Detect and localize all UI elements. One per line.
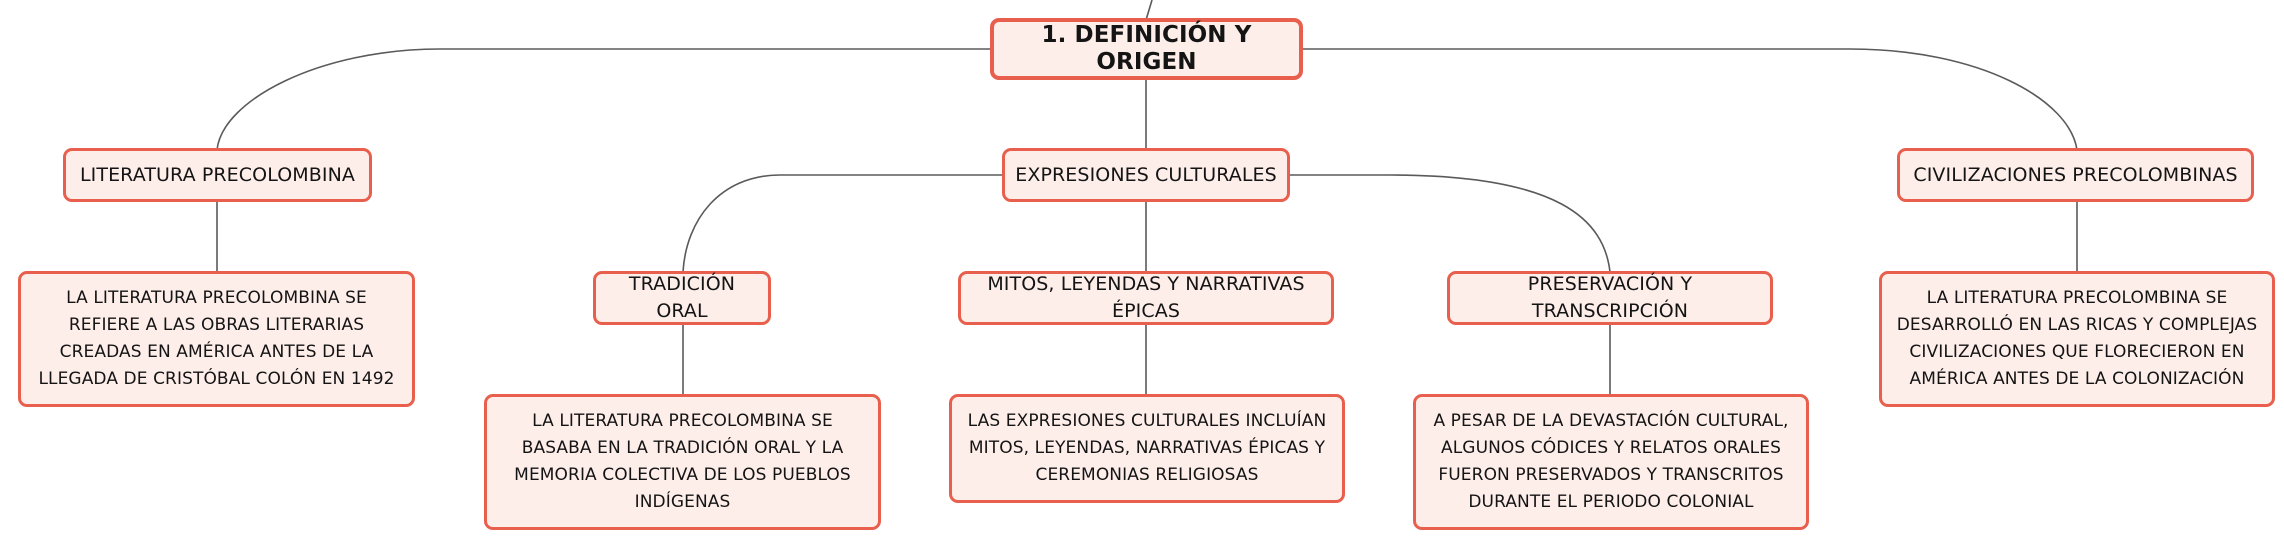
topic-expresiones-culturales[interactable]: EXPRESIONES CULTURALES	[1002, 148, 1290, 202]
connector-expresiones-to-preservacion	[1290, 174, 1611, 273]
topic-civilizaciones-precolombinas-label: CIVILIZACIONES PRECOLOMBINAS	[1913, 163, 2238, 186]
root-node-label: 1. DEFINICIÓN Y ORIGEN	[1041, 22, 1252, 75]
subtopic-tradicion-oral[interactable]: TRADICIÓN ORAL	[593, 271, 771, 325]
topic-expresiones-culturales-label: EXPRESIONES CULTURALES	[1015, 163, 1277, 186]
subtopic-preservacion-transcripcion-label: PRESERVACIÓN Y TRANSCRIPCIÓN	[1527, 273, 1693, 322]
note-tradicion-oral[interactable]: LA LITERATURA PRECOLOMBINA SE BASABA EN …	[484, 394, 881, 530]
connector-parent-to-root	[1145, 0, 1153, 21]
note-literatura-precolombina-text: LA LITERATURA PRECOLOMBINA SE REFIERE A …	[38, 288, 395, 389]
note-tradicion-oral-text: LA LITERATURA PRECOLOMBINA SE BASABA EN …	[514, 411, 851, 512]
root-node[interactable]: 1. DEFINICIÓN Y ORIGEN	[990, 18, 1303, 80]
note-civilizaciones-precolombinas[interactable]: LA LITERATURA PRECOLOMBINA SE DESARROLLÓ…	[1879, 271, 2275, 407]
subtopic-tradicion-oral-label: TRADICIÓN ORAL	[628, 273, 736, 322]
topic-literatura-precolombina[interactable]: LITERATURA PRECOLOMBINA	[63, 148, 372, 202]
topic-civilizaciones-precolombinas[interactable]: CIVILIZACIONES PRECOLOMBINAS	[1897, 148, 2254, 202]
connector-expresiones-to-tradicion	[682, 174, 1002, 273]
subtopic-mitos-leyendas-label: MITOS, LEYENDAS Y NARRATIVAS ÉPICAS	[987, 273, 1305, 322]
note-civilizaciones-precolombinas-text: LA LITERATURA PRECOLOMBINA SE DESARROLLÓ…	[1896, 288, 2258, 389]
connector-root-to-literatura	[216, 48, 990, 151]
subtopic-mitos-leyendas[interactable]: MITOS, LEYENDAS Y NARRATIVAS ÉPICAS	[958, 271, 1334, 325]
note-mitos-leyendas-text: LAS EXPRESIONES CULTURALES INCLUÍAN MITO…	[967, 411, 1327, 485]
connector-root-to-civilizaciones	[1301, 48, 2078, 151]
note-preservacion-transcripcion[interactable]: A PESAR DE LA DEVASTACIÓN CULTURAL, ALGU…	[1413, 394, 1809, 530]
note-literatura-precolombina[interactable]: LA LITERATURA PRECOLOMBINA SE REFIERE A …	[18, 271, 415, 407]
note-mitos-leyendas[interactable]: LAS EXPRESIONES CULTURALES INCLUÍAN MITO…	[949, 394, 1345, 503]
topic-literatura-precolombina-label: LITERATURA PRECOLOMBINA	[79, 163, 356, 186]
subtopic-preservacion-transcripcion[interactable]: PRESERVACIÓN Y TRANSCRIPCIÓN	[1447, 271, 1773, 325]
note-preservacion-transcripcion-text: A PESAR DE LA DEVASTACIÓN CULTURAL, ALGU…	[1433, 411, 1789, 512]
